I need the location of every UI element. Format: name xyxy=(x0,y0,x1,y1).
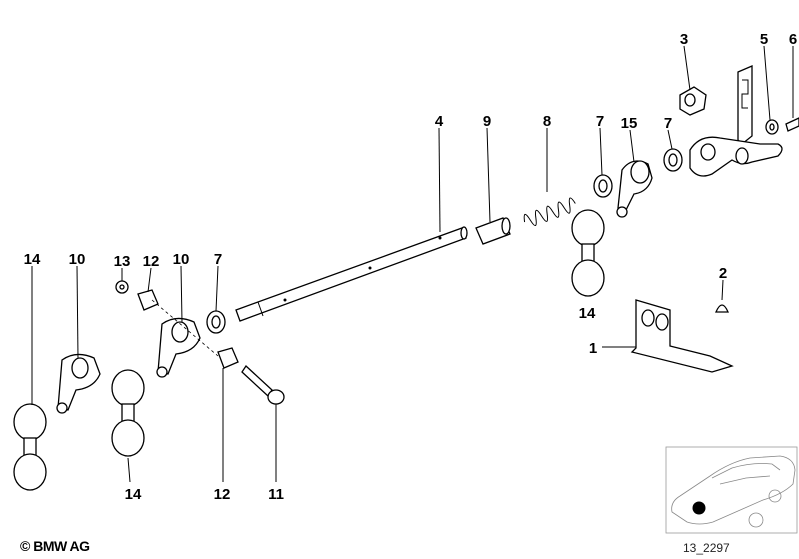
callout-3[interactable]: 3 xyxy=(680,31,688,48)
callout-15[interactable]: 15 xyxy=(621,115,638,132)
callout-14[interactable]: 14 xyxy=(579,305,596,322)
lever-part-15[interactable] xyxy=(616,160,653,218)
washer-part-7[interactable] xyxy=(206,310,226,334)
callout-11[interactable]: 11 xyxy=(268,486,284,503)
screw-part-6[interactable] xyxy=(785,117,799,132)
ball-joint-part-14[interactable] xyxy=(111,369,145,457)
callout-1[interactable]: 1 xyxy=(589,340,597,357)
lever-part-10[interactable] xyxy=(56,353,101,414)
leader-lines xyxy=(31,45,794,483)
spring-part-8[interactable] xyxy=(522,197,578,229)
selector-mechanism[interactable] xyxy=(689,65,783,177)
callout-6[interactable]: 6 xyxy=(789,31,797,48)
callout-14[interactable]: 14 xyxy=(125,486,142,503)
diagram-code: 13_2297 xyxy=(683,541,730,555)
callout-10[interactable]: 10 xyxy=(173,251,190,268)
nut-part-13[interactable] xyxy=(115,280,129,294)
shift-rod-part-4[interactable] xyxy=(235,226,468,322)
washer-part-7[interactable] xyxy=(593,174,613,198)
ball-joint-part-14[interactable] xyxy=(13,403,47,491)
callout-2[interactable]: 2 xyxy=(719,265,727,282)
callout-7[interactable]: 7 xyxy=(596,113,604,130)
callout-5[interactable]: 5 xyxy=(760,31,768,48)
callout-9[interactable]: 9 xyxy=(483,113,491,130)
location-marker xyxy=(692,501,706,515)
sleeve-part-9[interactable] xyxy=(475,217,511,245)
callout-7[interactable]: 7 xyxy=(214,251,222,268)
clip-part-3[interactable] xyxy=(679,86,707,116)
clip-part-12[interactable] xyxy=(217,347,239,369)
clip-part-12[interactable] xyxy=(137,289,159,311)
ball-joint-part-14[interactable] xyxy=(571,209,605,297)
callout-13[interactable]: 13 xyxy=(114,253,131,270)
nut-part-5[interactable] xyxy=(765,119,779,135)
callout-7[interactable]: 7 xyxy=(664,115,672,132)
copyright-text: © BMW AG xyxy=(20,538,90,554)
callout-12[interactable]: 12 xyxy=(143,253,160,270)
lever-part-10[interactable] xyxy=(156,317,201,378)
callout-8[interactable]: 8 xyxy=(543,113,551,130)
cap-nut-part-2[interactable] xyxy=(715,304,729,313)
vehicle-location-inset xyxy=(665,446,798,534)
callout-10[interactable]: 10 xyxy=(69,251,86,268)
washer-part-7[interactable] xyxy=(663,148,683,172)
callout-12[interactable]: 12 xyxy=(214,486,231,503)
callout-14[interactable]: 14 xyxy=(24,251,41,268)
bracket-part-1[interactable] xyxy=(630,299,734,373)
callout-labels: 3 5 6 4 9 8 7 15 7 14 10 13 12 10 7 2 14… xyxy=(24,31,798,503)
callout-4[interactable]: 4 xyxy=(435,113,444,130)
bolt-part-11[interactable] xyxy=(241,365,285,405)
